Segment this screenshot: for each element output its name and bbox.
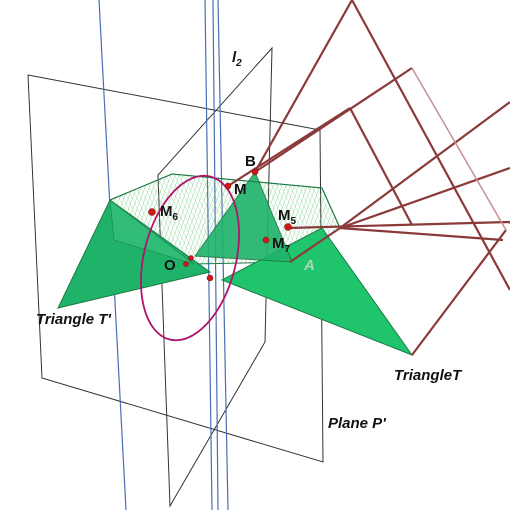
point-m bbox=[224, 182, 232, 190]
point-m6 bbox=[148, 208, 156, 216]
plane-p-prime bbox=[27, 74, 324, 463]
label-m7: M7 bbox=[272, 235, 291, 255]
label-b: B bbox=[245, 153, 256, 170]
magenta-ellipse bbox=[140, 174, 240, 342]
point-m7 bbox=[262, 236, 270, 244]
point-bottom bbox=[206, 274, 214, 282]
label-triangle-t: TriangleT bbox=[394, 367, 463, 384]
label-m: M bbox=[234, 181, 247, 198]
point-o2 bbox=[188, 255, 194, 261]
label-m6: M6 bbox=[160, 203, 179, 223]
points bbox=[148, 168, 292, 282]
triangle-t-prime bbox=[57, 199, 212, 309]
label-plane-p-prime: Plane P' bbox=[328, 415, 386, 432]
label-m5: M5 bbox=[278, 207, 297, 227]
label-triangle-t-prime: Triangle T' bbox=[36, 311, 111, 328]
point-m5 bbox=[284, 223, 292, 231]
triangle-t-prime-shade bbox=[109, 199, 195, 265]
point-o bbox=[183, 261, 189, 267]
label-l2: l2 bbox=[232, 49, 242, 69]
label-a: A bbox=[303, 257, 315, 274]
hexagon-top-edge bbox=[109, 173, 341, 229]
point-b bbox=[251, 168, 259, 176]
label-o: O bbox=[164, 257, 176, 274]
maroon-lines bbox=[227, 0, 510, 356]
